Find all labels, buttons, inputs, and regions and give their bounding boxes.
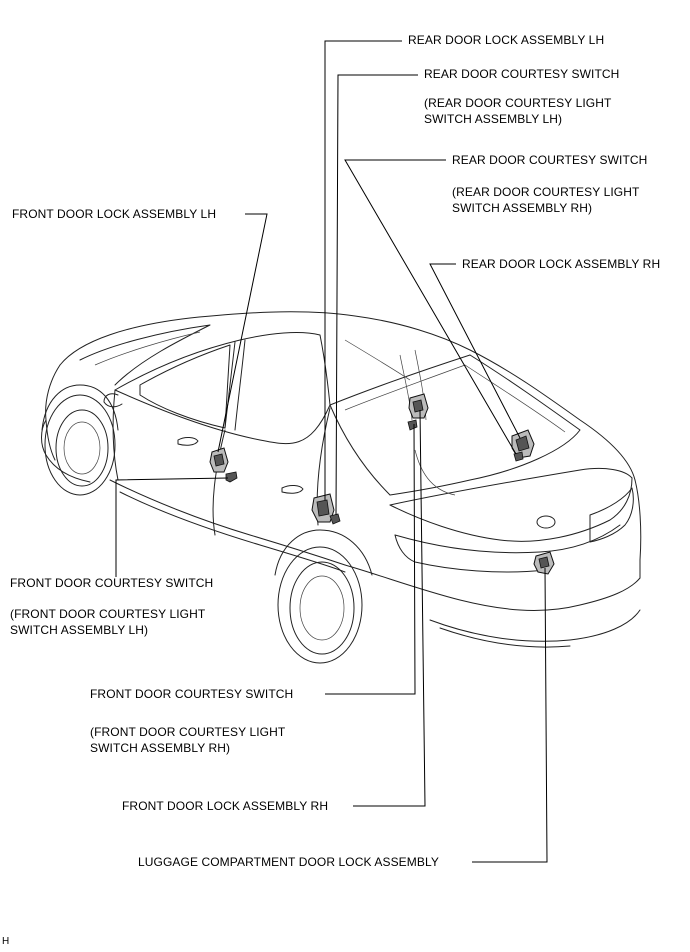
label-rear-door-lock-lh: REAR DOOR LOCK ASSEMBLY LH xyxy=(408,33,605,47)
front-door-courtesy-switch-rh-part xyxy=(407,419,418,431)
label-rear-door-courtesy-light-rh: (REAR DOOR COURTESY LIGHT xyxy=(452,185,640,199)
leader-front-courtesy-rh xyxy=(325,423,416,695)
leader-front-courtesy-lh xyxy=(115,477,229,577)
label-rear-door-courtesy-light-lh: (REAR DOOR COURTESY LIGHT xyxy=(424,96,612,110)
label-rear-switch-assembly-rh: SWITCH ASSEMBLY RH) xyxy=(452,201,593,215)
label-rear-door-courtesy-switch-rh: REAR DOOR COURTESY SWITCH xyxy=(452,153,648,167)
label-front-switch-assembly-rh: SWITCH ASSEMBLY RH) xyxy=(90,741,231,755)
label-luggage-compartment-door-lock: LUGGAGE COMPARTMENT DOOR LOCK ASSEMBLY xyxy=(138,855,439,869)
rear-door-courtesy-switch-lh-part xyxy=(329,513,341,525)
label-rear-door-courtesy-switch-lh: REAR DOOR COURTESY SWITCH xyxy=(424,67,620,81)
label-front-switch-assembly-lh: SWITCH ASSEMBLY LH) xyxy=(10,623,149,637)
leader-rear-courtesy-lh xyxy=(335,74,418,516)
label-front-door-lock-lh: FRONT DOOR LOCK ASSEMBLY LH xyxy=(12,207,217,221)
leader-rear-courtesy-rh xyxy=(344,159,517,455)
leader-luggage-lock xyxy=(472,567,548,863)
label-rear-door-lock-rh: REAR DOOR LOCK ASSEMBLY RH xyxy=(462,257,661,271)
label-front-door-courtesy-switch-lh: FRONT DOOR COURTESY SWITCH xyxy=(10,576,214,590)
leader-lines xyxy=(115,40,548,863)
label-front-door-courtesy-switch-rh: FRONT DOOR COURTESY SWITCH xyxy=(90,687,294,701)
rear-door-lock-lh-part xyxy=(311,493,335,523)
car-body-outline xyxy=(41,311,642,648)
label-front-door-courtesy-light-lh: (FRONT DOOR COURTESY LIGHT xyxy=(10,607,206,621)
front-door-courtesy-switch-lh-part xyxy=(225,471,238,483)
label-rear-switch-assembly-lh: SWITCH ASSEMBLY LH) xyxy=(424,112,563,126)
label-front-door-lock-rh: FRONT DOOR LOCK ASSEMBLY RH xyxy=(122,799,329,813)
leader-front-lock-rh xyxy=(353,409,426,807)
leader-rear-lock-rh xyxy=(429,263,521,439)
front-door-lock-rh-part xyxy=(408,393,429,419)
leader-front-lock-lh xyxy=(217,213,268,453)
luggage-door-lock-part xyxy=(533,551,555,575)
rear-door-lock-rh-part xyxy=(511,429,535,459)
front-door-lock-lh-part xyxy=(209,447,229,473)
corner-mark: H xyxy=(2,936,10,947)
rear-door-courtesy-switch-rh-part xyxy=(513,451,524,462)
leader-rear-lock-lh xyxy=(324,40,402,500)
label-front-door-courtesy-light-rh: (FRONT DOOR COURTESY LIGHT xyxy=(90,725,286,739)
wheels xyxy=(41,384,373,664)
